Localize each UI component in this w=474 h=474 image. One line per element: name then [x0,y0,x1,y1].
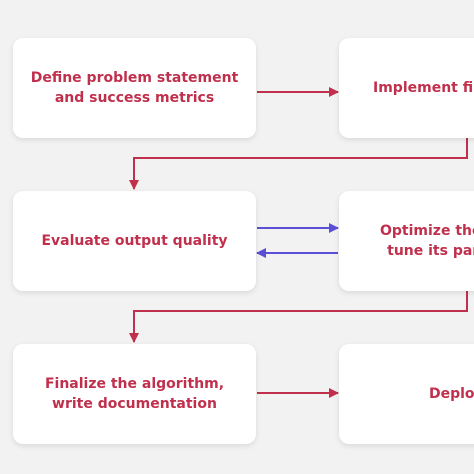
node-implement-label: Implement firs [373,80,474,96]
node-define-problem: Define problem statement and success met… [13,38,256,138]
node-define-problem-label: Define problem statement and success met… [30,70,239,106]
node-evaluate: Evaluate output quality [13,191,256,291]
node-deploy-label: Deplo [429,386,474,402]
node-optimize-label: Optimize the a tune its para [380,223,474,259]
node-optimize: Optimize the a tune its para [339,191,474,291]
node-implement: Implement firs [339,38,474,138]
arrow-optimize-to-finalize [129,291,468,343]
node-finalize-label: Finalize the algorithm, write documentat… [44,376,225,412]
node-finalize: Finalize the algorithm, write documentat… [13,344,256,444]
arrow-implement-to-evaluate [129,138,468,190]
node-evaluate-label: Evaluate output quality [41,233,228,249]
node-deploy: Deplo [339,344,474,444]
